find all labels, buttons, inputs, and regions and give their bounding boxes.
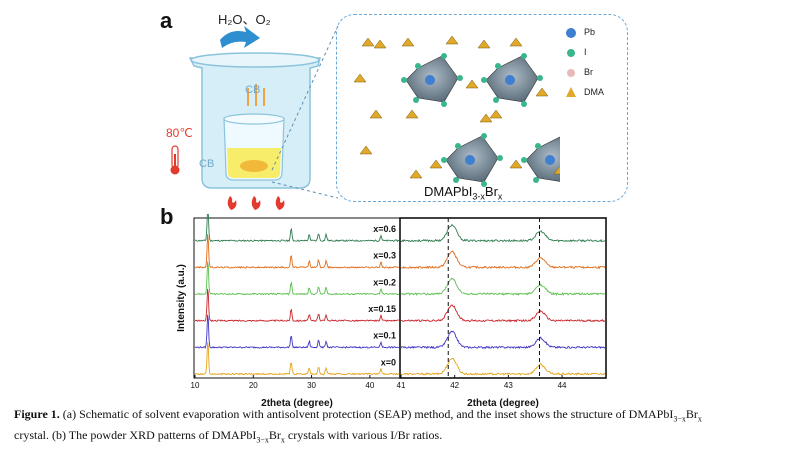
br-sphere-icon bbox=[567, 69, 575, 77]
legend-item: I bbox=[566, 46, 626, 66]
series-label: x=0.2 bbox=[373, 277, 396, 287]
flame-icon bbox=[227, 196, 237, 210]
left-plot-frame bbox=[193, 217, 401, 379]
series-label: x=0.1 bbox=[373, 331, 396, 341]
xrd-series-line-left bbox=[194, 234, 400, 269]
x-tick-label: 44 bbox=[558, 381, 567, 390]
legend-label: Br bbox=[584, 67, 593, 77]
xrd-series-line-left bbox=[194, 288, 400, 323]
legend-label: DMA bbox=[584, 87, 604, 97]
cb-label-bottom: CB bbox=[199, 158, 215, 170]
series-label: x=0.6 bbox=[373, 224, 396, 234]
x-tick-label: 10 bbox=[191, 381, 200, 390]
xrd-series-line-left bbox=[194, 342, 400, 376]
x-tick-label: 43 bbox=[504, 381, 513, 390]
series-label: x=0 bbox=[381, 357, 396, 367]
temperature-label: 80℃ bbox=[166, 126, 193, 140]
pbi-octahedron bbox=[481, 53, 543, 107]
legend-label: Pb bbox=[584, 27, 596, 37]
panel-b-label: b bbox=[160, 204, 174, 229]
pb-sphere-icon bbox=[566, 28, 576, 38]
xrd-series-line-right bbox=[400, 277, 605, 297]
dma-molecules bbox=[353, 35, 560, 179]
left-x-axis-title: 2theta (degree) bbox=[261, 398, 333, 409]
cb-label-top: CB bbox=[245, 84, 261, 96]
x-tick-label: 41 bbox=[397, 381, 406, 390]
y-axis-title: Intensity (a.u.) bbox=[176, 264, 187, 332]
x-tick-label: 30 bbox=[307, 381, 316, 390]
x-tick-label: 42 bbox=[450, 381, 459, 390]
right-x-axis-title: 2theta (degree) bbox=[467, 398, 539, 409]
pbi-octahedron bbox=[441, 133, 503, 187]
inset-connector bbox=[271, 25, 339, 199]
legend-item: Pb bbox=[566, 26, 626, 46]
thermometer-icon bbox=[170, 145, 180, 175]
crystal-structure-inset bbox=[336, 14, 628, 202]
xrd-series-line-left bbox=[194, 314, 400, 349]
series-label: x=0.15 bbox=[368, 304, 396, 314]
flame-icon bbox=[275, 196, 285, 210]
panel-a-label: a bbox=[160, 8, 173, 33]
xrd-series-line-left bbox=[194, 261, 400, 296]
series-label: x=0.3 bbox=[373, 251, 396, 261]
legend-item: Br bbox=[566, 66, 626, 86]
legend-label: I bbox=[584, 47, 587, 57]
legend-item: DMA bbox=[566, 86, 626, 106]
pbi-octahedron bbox=[401, 53, 463, 107]
vapor-arrow-icon bbox=[220, 26, 260, 48]
x-tick-label: 20 bbox=[249, 381, 258, 390]
xrd-series-line-left bbox=[194, 214, 400, 243]
flame-icon bbox=[251, 196, 261, 210]
right-plot-frame bbox=[399, 217, 607, 379]
x-tick-label: 40 bbox=[365, 381, 374, 390]
pbi-octahedron bbox=[521, 136, 560, 183]
figure-caption: Figure 1. (a) Schematic of solvent evapo… bbox=[14, 407, 702, 445]
xrd-series-line-right bbox=[400, 250, 606, 270]
i-sphere-icon bbox=[567, 49, 575, 57]
vapor-formula: H₂O、O₂ bbox=[218, 12, 271, 27]
xrd-series-line-right bbox=[400, 223, 606, 243]
crystal-structure-drawing bbox=[353, 35, 560, 187]
xrd-chart: 10 20 30 40 41 42 43 44 x=0.6 x=0.3 x=0.2 x=0.15 x… bbox=[176, 214, 607, 409]
xrd-series-line-right bbox=[400, 358, 606, 376]
inset-title: DMAPbI3-xBrx bbox=[424, 184, 503, 202]
xrd-series-line-right bbox=[400, 330, 606, 350]
beaker-schematic bbox=[170, 26, 321, 210]
dma-molecule-icon bbox=[566, 87, 576, 97]
inset-legend: Pb I Br DMA bbox=[566, 26, 626, 106]
xrd-series-line-right bbox=[400, 304, 606, 323]
